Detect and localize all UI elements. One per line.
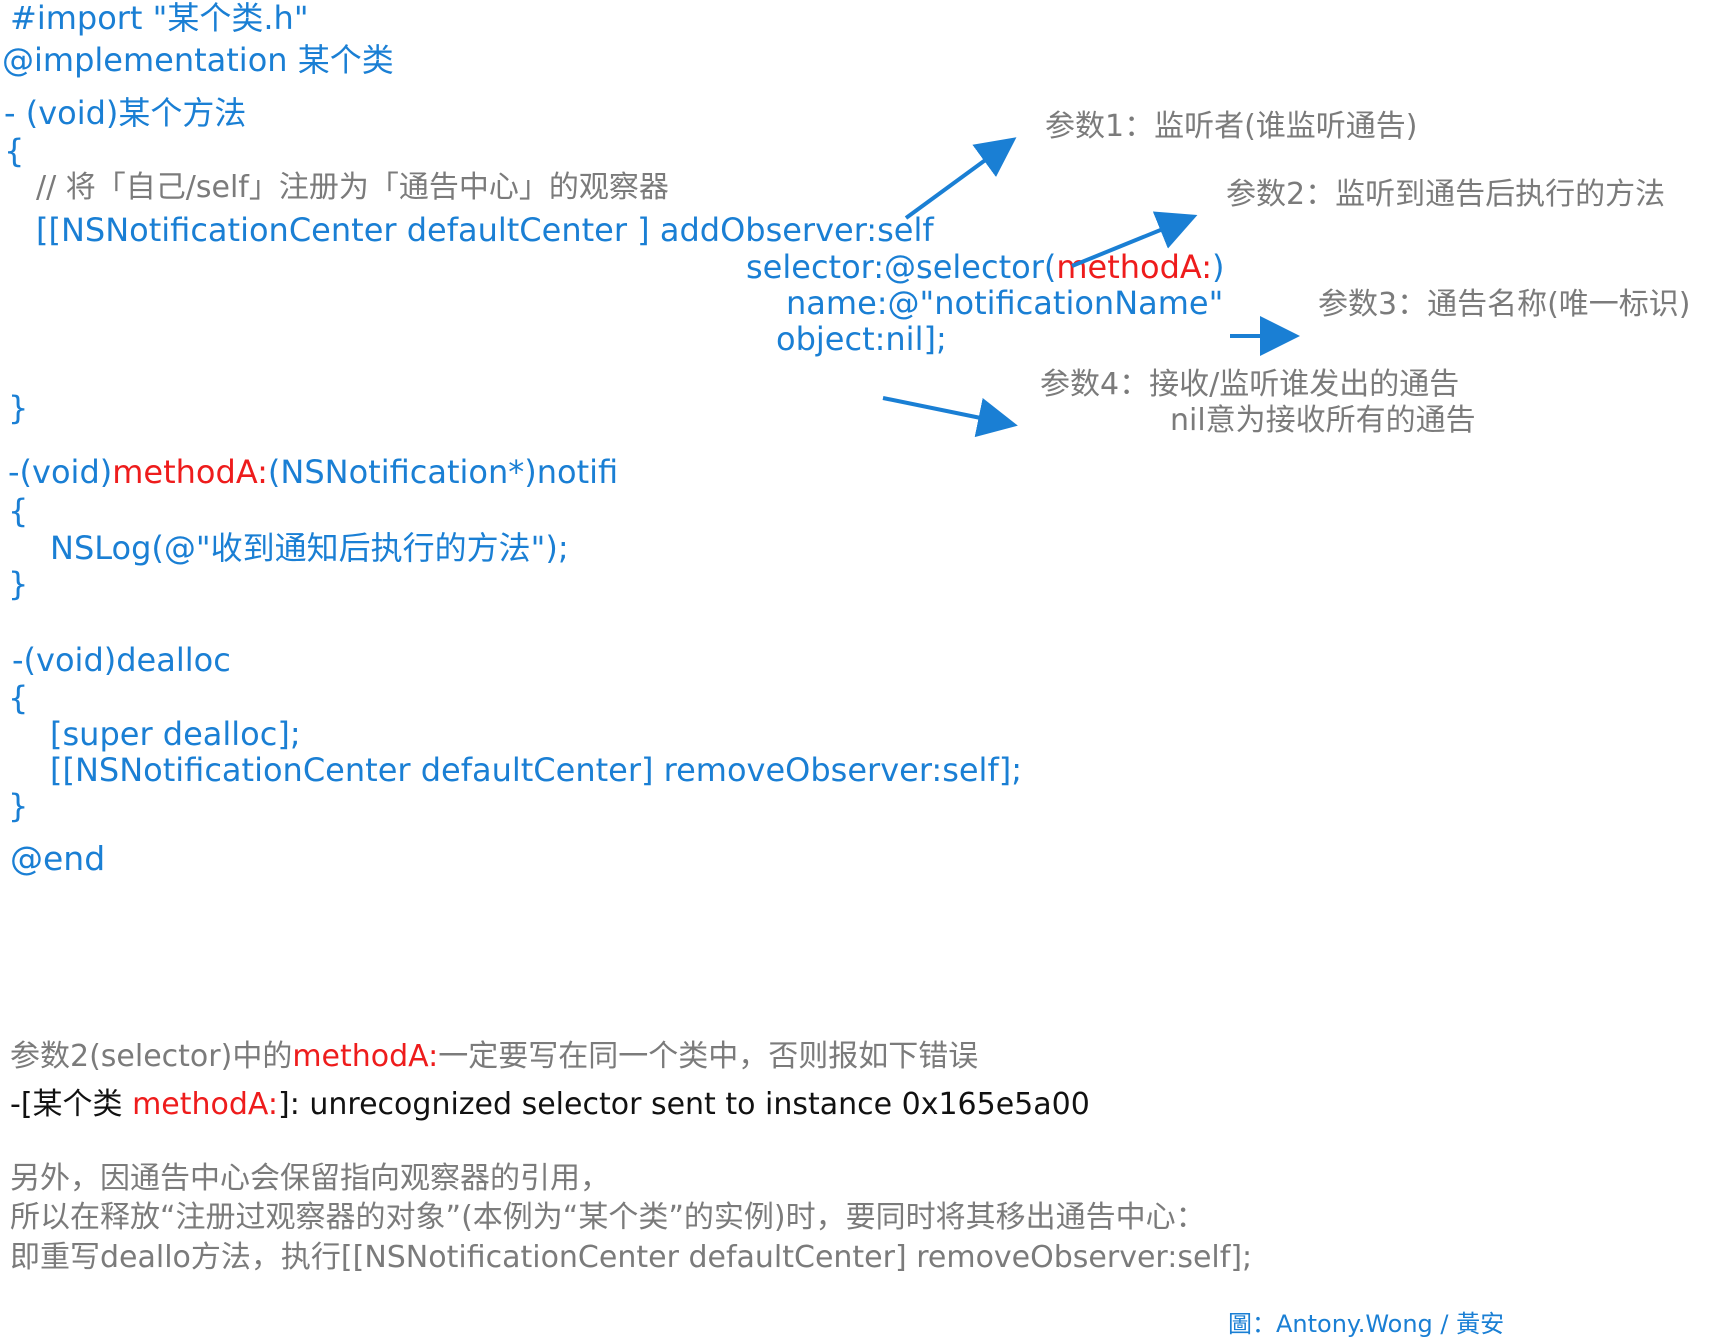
method2-suffix: (NSNotification*)notifi [267, 453, 619, 491]
note-paragraph-line2: 所以在释放“注册过观察器的对象”(本例为“某个类”的实例)时，要同时将其移出通告… [10, 1200, 1206, 1235]
error-method-name: methodA: [132, 1087, 279, 1122]
method2-signature: -(void)methodA:(NSNotification*)notifi [8, 456, 618, 488]
remove-observer-line: [[NSNotificationCenter defaultCenter] re… [50, 751, 1022, 789]
error-message: -[某个类 methodA:]: unrecognized selector s… [10, 1090, 1090, 1120]
code-comment: // 将「自己/self」注册为「通告中心」的观察器 [36, 170, 669, 205]
implementation-line: @implementation 某个类 [2, 41, 394, 79]
end-line: @end [10, 839, 106, 878]
selector-suffix: ) [1212, 248, 1225, 286]
dealloc-signature: -(void)dealloc [12, 641, 231, 679]
param1-annotation: 参数1：监听者(谁监听通告) [1045, 109, 1418, 144]
method2-brace-open: { [8, 492, 29, 530]
method2-name: methodA: [112, 453, 268, 491]
note-selector-rule: 参数2(selector)中的methodA:一定要写在同一个类中，否则报如下错… [10, 1042, 978, 1072]
add-observer-line: [[NSNotificationCenter defaultCenter ] a… [36, 211, 934, 249]
param3-annotation: 参数3：通告名称(唯一标识) [1318, 287, 1691, 322]
note-method-name: methodA: [292, 1039, 439, 1074]
method2-prefix: -(void) [8, 453, 113, 491]
dealloc-brace-close: } [8, 787, 29, 825]
import-line: #import "某个类.h" [10, 0, 309, 37]
selector-method-name: methodA: [1056, 248, 1213, 286]
image-credit: 圖：Antony.Wong / 黃安 [1228, 1310, 1505, 1338]
param1-arrow [904, 137, 1017, 220]
note-prefix: 参数2(selector)中的 [10, 1039, 293, 1074]
note-suffix: 一定要写在同一个类中，否则报如下错误 [438, 1039, 979, 1074]
name-line: name:@"notificationName" [786, 284, 1224, 322]
selector-line: selector:@selector(methodA:) [746, 251, 1225, 283]
dealloc-brace-open: { [8, 679, 29, 717]
method2-brace-close: } [8, 565, 29, 603]
selector-prefix: selector:@selector( [746, 248, 1057, 286]
param4-arrow [882, 396, 1018, 438]
super-dealloc-line: [super dealloc]; [50, 715, 301, 753]
param2-annotation: 参数2：监听到通告后执行的方法 [1226, 177, 1666, 212]
param4-annotation-line2: nil意为接收所有的通告 [1170, 403, 1476, 438]
object-line: object:nil]; [776, 320, 947, 358]
method1-signature: - (void)某个方法 [4, 94, 247, 132]
note-paragraph-line1: 另外，因通告中心会保留指向观察器的引用， [10, 1161, 610, 1196]
error-prefix: -[某个类 [10, 1087, 133, 1122]
note-paragraph-line3: 即重写deallo方法，执行[[NSNotificationCenter def… [10, 1240, 1253, 1275]
method1-brace-open: { [4, 132, 25, 170]
error-suffix: ]: unrecognized selector sent to instanc… [278, 1087, 1090, 1122]
param4-annotation-line1: 参数4：接收/监听谁发出的通告 [1040, 367, 1460, 402]
param2-arrow [1071, 211, 1198, 268]
method1-brace-close: } [8, 389, 29, 427]
nslog-line: NSLog(@"收到通知后执行的方法"); [50, 529, 569, 567]
